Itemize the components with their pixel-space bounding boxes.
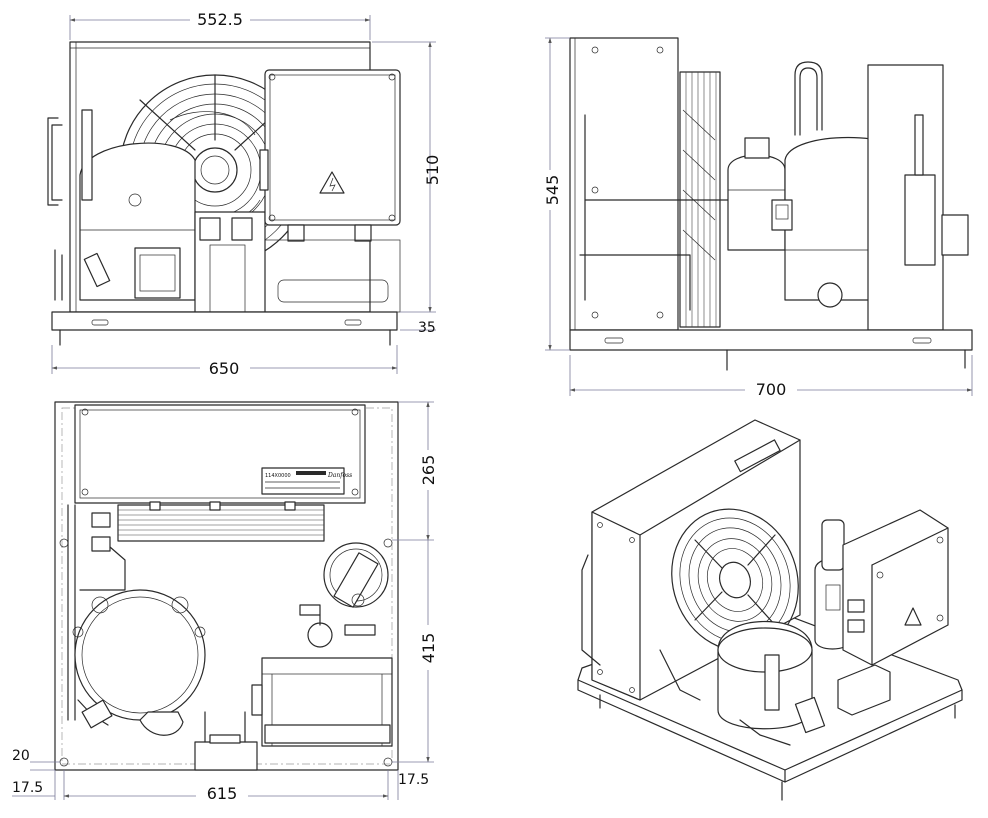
- danfoss-logo: Danfoss: [327, 472, 352, 479]
- compressor-front: [79, 142, 196, 301]
- electrical-box-front: [259, 69, 401, 242]
- base-plate-front: [51, 311, 398, 331]
- warning-icon-iso: [904, 607, 922, 626]
- top-span-label: 615: [207, 784, 238, 803]
- compressor-iso: [717, 620, 826, 746]
- front-top-width-label: 552.5: [197, 10, 243, 29]
- front-base-label: 35: [418, 320, 436, 336]
- warning-icon: [319, 171, 345, 194]
- receiver-top: [323, 542, 389, 608]
- nameplate-model: 114X0000: [265, 473, 291, 479]
- top-view: 114X0000 Danfoss: [12, 401, 438, 803]
- isometric-view: [577, 419, 963, 801]
- receiver-iso: [814, 519, 851, 650]
- compressor-top: [72, 589, 206, 736]
- side-width-label: 700: [756, 380, 787, 399]
- nameplate: 114X0000 Danfoss: [261, 467, 352, 495]
- front-height-label: 510: [423, 155, 442, 186]
- side-height-label: 545: [543, 175, 562, 206]
- front-width-label: 650: [209, 359, 240, 378]
- nameplate-iso: [734, 439, 781, 473]
- condenser-panel-side: [569, 37, 679, 331]
- terminal-block-top: [194, 741, 258, 771]
- top-hole-y-label: 20: [12, 748, 30, 764]
- electrical-box-iso: [842, 509, 949, 666]
- side-view: 545 700: [542, 37, 973, 399]
- top-left-offset-label: 17.5: [12, 780, 43, 796]
- base-plate-side: [569, 329, 973, 351]
- top-upper-depth-label: 265: [419, 455, 438, 486]
- top-right-offset-label: 17.5: [398, 772, 429, 788]
- electrical-box-top: [251, 657, 393, 747]
- front-view: 552.5 510 35 650: [47, 10, 442, 378]
- top-lower-depth-label: 415: [419, 633, 438, 664]
